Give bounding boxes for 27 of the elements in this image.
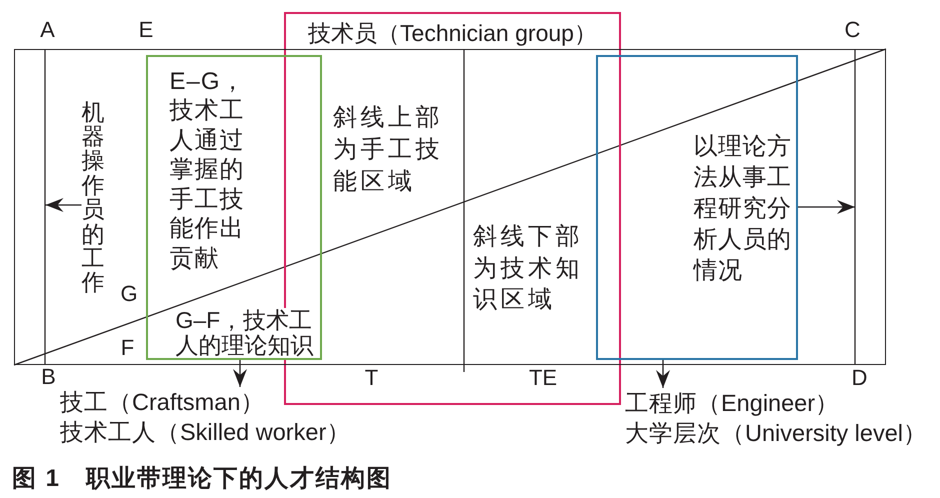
role-label: 技工（Craftsman） (60, 388, 266, 417)
arrow (656, 360, 670, 388)
group-title: 技术员（Technician group） (308, 20, 597, 46)
region-text: 斜线上部为手工技能区域 (333, 103, 444, 197)
point-label: F (120, 336, 134, 360)
point-label: C (844, 18, 860, 42)
point-label: B (41, 365, 56, 389)
role-label: 技术工人（Skilled worker） (60, 418, 350, 447)
box-text: E–G，技术工人通过掌握的手工技能作出贡献 (170, 66, 247, 273)
box-text: G–F，技术工人的理论知识 (176, 308, 316, 358)
arrow (233, 360, 247, 387)
point-label: T (364, 366, 378, 390)
point-label: TE (528, 366, 558, 390)
arrow (798, 200, 855, 214)
point-label: A (40, 18, 55, 42)
vertical-label: 机器操作员的工作 (82, 100, 106, 295)
role-label: 大学层次（University level） (625, 419, 928, 448)
point-label: E (138, 18, 154, 42)
role-label: 工程师（Engineer） (625, 389, 840, 418)
figure-caption: 图 1 职业带理论下的人才结构图 (12, 465, 392, 493)
box-text: 以理论方法从事工程研究分析人员的情况 (694, 132, 792, 286)
region-text: 斜线下部为技术知识区域 (473, 222, 584, 315)
point-label: G (120, 282, 138, 306)
group-box (596, 54, 798, 360)
group-box (146, 54, 322, 360)
point-label: D (852, 366, 868, 390)
arrow (46, 198, 82, 212)
